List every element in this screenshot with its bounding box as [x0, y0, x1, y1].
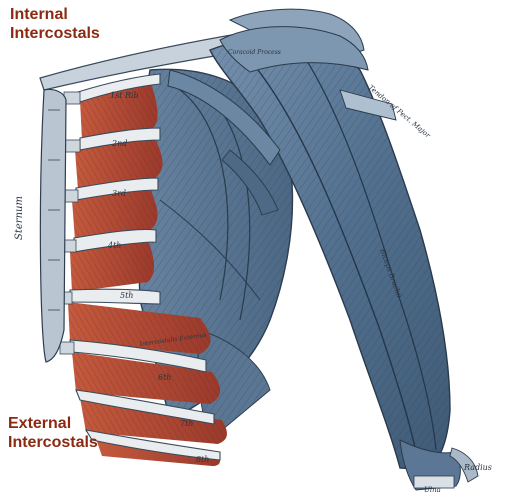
sternum [39, 88, 67, 363]
internal-label-line1: Internal [10, 6, 68, 23]
rib-label-1: 1st Rib [110, 91, 139, 100]
ulna-label: Ulna [424, 486, 441, 494]
internal-label-line2: Intercostals [10, 25, 100, 42]
rib-label-3: 3rd [112, 189, 126, 198]
radius-label: Radius [463, 463, 492, 472]
external-intercostals-label: External Intercostals [8, 414, 98, 452]
sternum-label: Sternum [14, 196, 25, 240]
coracoid-label: Coracoid Process [228, 49, 281, 56]
rib-label-7: 7th [180, 419, 193, 428]
rib-label-6: 6th [158, 373, 171, 382]
forearm-stub [399, 439, 479, 491]
rib-cage [57, 73, 227, 466]
rib-label-5: 5th [120, 291, 133, 300]
upper-arm [167, 26, 451, 471]
internal-intercostals-label: Internal Intercostals [10, 5, 100, 43]
rib-label-8: 8th [196, 455, 209, 464]
external-label-line2: Intercostals [8, 434, 98, 451]
rib-label-2: 2nd [111, 139, 127, 148]
external-label-line1: External [8, 415, 72, 432]
rib-label-4: 4th [107, 241, 121, 250]
